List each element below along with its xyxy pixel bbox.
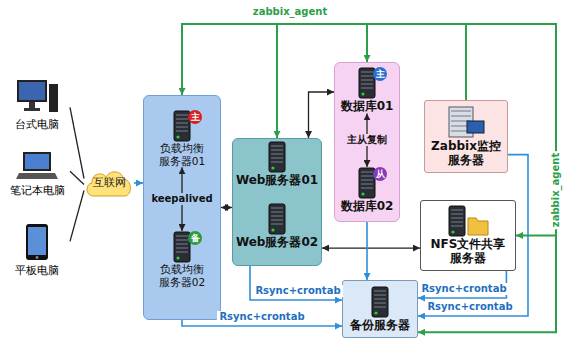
load-balancer-server: 备负载均衡服务器02 [147,231,217,288]
connector [366,222,368,280]
connector-label: Rsync+crontab [217,311,306,323]
web-server-group: Web服务器01Web服务器02 [232,138,322,266]
role-badge: 备 [188,231,202,245]
node-label: 备份服务器 [350,318,410,332]
database-server: 主数据库01 [337,67,397,113]
node-label: Web服务器01 [236,173,318,187]
node-label: 数据库02 [341,199,394,213]
connector-label: Rsync+crontab [419,283,508,295]
node-label: 台式电脑 [15,118,59,131]
node-label: 笔记本电脑 [10,184,65,197]
node-label: 负载均衡服务器02 [155,263,209,288]
connector [466,24,556,235]
connector [221,207,232,208]
connector [70,191,84,242]
connector [134,182,143,184]
connector [418,155,528,316]
role-badge: 从 [373,167,387,181]
role-badge: 主 [373,67,387,81]
connector [367,24,466,100]
connector-label: Rsync+crontab [425,301,514,313]
role-badge: 主 [188,110,202,124]
node-label: Zabbix监控服务器 [429,139,503,168]
laptop-icon [15,150,59,182]
node-label: NFS文件共享服务器 [427,237,509,266]
tablet-client: 平板电脑 [4,222,70,277]
server-icon [262,141,292,173]
connector [322,247,420,248]
node-label: 负载均衡服务器01 [155,142,209,167]
node-label: 平板电脑 [15,264,59,277]
connector [418,24,556,332]
nfs-icon [446,205,490,237]
load-balancer-server: 主负载均衡服务器01 [147,110,217,167]
web-server: Web服务器01 [235,141,319,187]
connector [277,24,466,138]
tablet-icon [20,222,54,262]
node-label: Web服务器02 [236,235,318,249]
connector-label: zabbix_agent [550,151,562,229]
monitor-server: Zabbix监控服务器 [424,100,508,173]
connector [309,92,335,138]
server-icon [262,203,292,235]
connector-label: Rsync+crontab [253,285,342,297]
connector [70,107,84,178]
connector-label: keepalived [149,193,214,205]
web-server: Web服务器02 [235,203,319,249]
laptop-client: 笔记本电脑 [4,150,70,197]
desktop-client: 台式电脑 [4,78,70,131]
pc-icon [15,78,59,116]
rack-icon [445,105,487,139]
connector [250,266,342,300]
node-label: 互联网 [93,176,126,189]
connector [70,171,84,184]
nfs-server: NFS文件共享服务器 [420,200,516,271]
connector [182,24,466,100]
node-label: 数据库01 [341,99,394,113]
internet-cloud: 互联网 [84,168,134,198]
connector-label: 主从复制 [345,134,389,146]
backup-server: 备份服务器 [342,280,418,338]
database-server: 从数据库02 [337,167,397,213]
connector-label: zabbix_agent [251,6,329,18]
server-icon [365,286,395,318]
